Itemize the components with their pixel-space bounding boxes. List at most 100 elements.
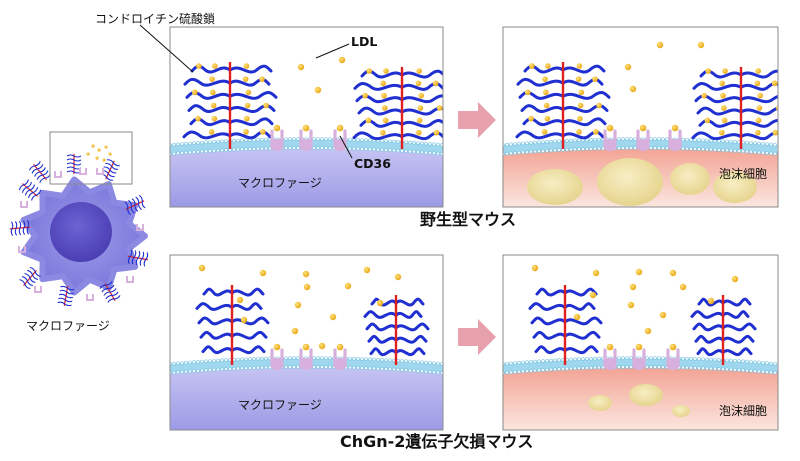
ldl-particle	[97, 148, 101, 152]
ldl-particle	[338, 56, 346, 64]
ldl-particle	[383, 68, 389, 74]
label-macrophage-ko: マクロファージ	[238, 398, 322, 412]
proteoglycan	[195, 285, 270, 365]
chondroitin-chain	[561, 64, 606, 74]
chondroitin-chain	[367, 334, 398, 344]
ldl-particle	[302, 124, 310, 132]
chondroitin-chain	[739, 69, 778, 79]
ldl-particle	[543, 89, 549, 96]
ldl-particle	[209, 76, 215, 82]
chondroitin-chain	[523, 64, 565, 74]
ldl-particle	[329, 313, 337, 321]
ldl-particle	[528, 115, 534, 122]
chondroitin-chain	[697, 297, 725, 307]
proteoglycan	[352, 67, 443, 149]
ldl-particle	[108, 152, 112, 156]
chondroitin-chain	[400, 106, 443, 116]
ldl-particle	[721, 117, 728, 124]
chondroitin-chain	[365, 322, 398, 332]
cd36-receptor	[270, 343, 284, 371]
ldl-particle	[704, 117, 711, 124]
ldl-particle	[363, 266, 371, 274]
ldl-particle	[629, 85, 637, 93]
panel-frame	[169, 254, 444, 431]
chondroitin-chain	[698, 119, 743, 128]
mini-proteoglycan	[18, 179, 42, 201]
ldl-particle	[211, 115, 218, 122]
lipid-droplet	[527, 169, 583, 205]
ldl-particle	[545, 63, 551, 69]
pointer-ldl	[315, 43, 350, 59]
cd36-receptor	[270, 124, 284, 152]
ldl-particle	[104, 145, 108, 149]
chondroitin-chain	[357, 106, 404, 116]
panel-wild-before	[169, 26, 444, 208]
ldl-particle	[415, 80, 422, 87]
ldl-particle	[576, 129, 582, 135]
macrophage-nucleus	[50, 202, 112, 262]
chondroitin-chain	[353, 82, 404, 91]
panel-wild-after	[502, 26, 779, 208]
ldl-particle	[679, 283, 687, 291]
chondroitin-chain	[563, 302, 596, 311]
label-foam-cell-ko: 泡沫細胞	[719, 404, 768, 418]
lipid-droplet	[597, 158, 663, 206]
chondroitin-chain	[694, 94, 743, 104]
chondroitin-chain	[190, 64, 232, 74]
ldl-particle	[531, 264, 539, 272]
ldl-particle	[543, 102, 550, 109]
ldl-particle	[198, 264, 206, 272]
ldl-particle	[196, 63, 202, 69]
chondroitin-chain	[561, 130, 605, 140]
ldl-particle	[314, 86, 322, 94]
ldl-particle	[380, 80, 387, 87]
chondroitin-chain	[230, 287, 265, 297]
ldl-particle	[542, 76, 548, 82]
ldl-particle	[376, 299, 384, 307]
ldl-particle	[544, 115, 551, 122]
chondroitin-chain	[202, 287, 234, 297]
chondroitin-chain	[699, 69, 743, 79]
label-knockout: ChGn-2遺伝子欠損マウス	[340, 432, 534, 451]
ldl-particle	[573, 313, 581, 321]
ldl-particle	[191, 89, 198, 96]
ldl-particle	[336, 124, 344, 132]
ldl-particle	[344, 282, 352, 290]
ldl-particle	[701, 92, 707, 99]
ldl-particle	[259, 76, 265, 82]
chondroitin-chain	[739, 94, 778, 104]
pointer-chondroitin	[139, 24, 194, 73]
ldl-particle	[260, 129, 266, 135]
ldl-particle	[416, 117, 423, 124]
chondroitin-chain	[696, 347, 725, 357]
mini-cd36	[79, 168, 87, 175]
chondroitin-chain	[739, 82, 778, 91]
ldl-particle	[593, 129, 599, 135]
mini-proteoglycan	[99, 281, 121, 303]
chondroitin-chain	[352, 131, 404, 141]
chondroitin-chain	[532, 330, 567, 340]
chondroitin-chain	[189, 117, 232, 127]
ldl-particle	[719, 129, 725, 136]
pointer-cd36	[339, 135, 353, 159]
chondroitin-chain	[516, 77, 565, 87]
chondroitin-chain	[394, 334, 428, 344]
cd36-receptor	[299, 343, 313, 371]
ldl-particle	[273, 124, 281, 132]
label-foam-cell-wild: 泡沫細胞	[719, 167, 768, 181]
ldl-particle	[212, 63, 218, 69]
chondroitin-chain	[400, 82, 443, 91]
ldl-particle	[592, 269, 600, 277]
ldl-particle	[659, 311, 667, 319]
label-wild-type: 野生型マウス	[420, 210, 517, 229]
transition-arrows	[458, 102, 496, 355]
panel-frame	[169, 26, 444, 208]
ldl-particle	[635, 268, 643, 276]
chondroitin-chain	[394, 322, 430, 332]
cd36-receptor	[603, 124, 617, 152]
mini-proteoglycan	[57, 285, 75, 307]
ldl-particle	[524, 89, 531, 96]
ldl-particle	[606, 343, 614, 351]
chondroitin-chain	[228, 117, 274, 127]
label-macrophage-overview: マクロファージ	[26, 319, 110, 333]
